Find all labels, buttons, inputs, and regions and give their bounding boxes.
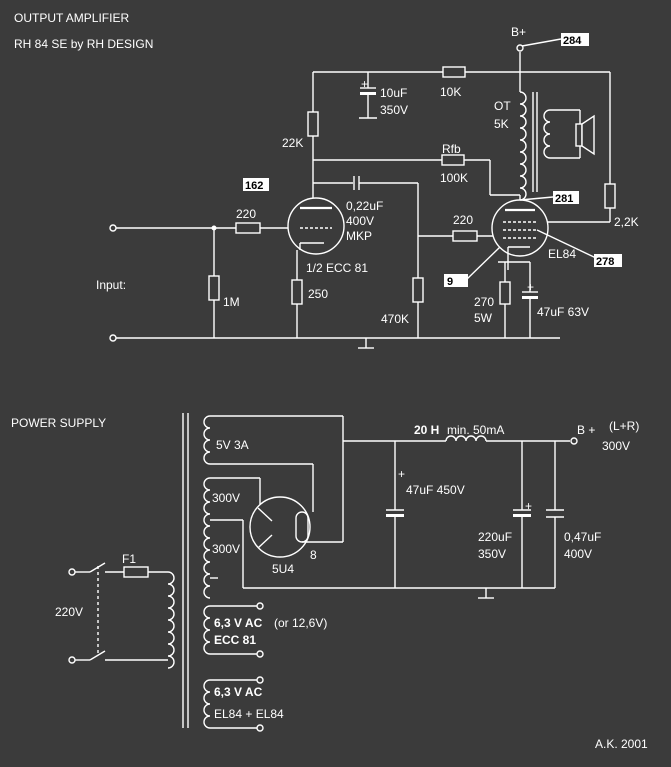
psu-bplus: B +: [577, 423, 595, 437]
rectifier-pin: 8: [310, 548, 317, 562]
c047-value: 0,47uF: [564, 530, 601, 544]
c47-psu-label: 47uF 450V: [406, 483, 465, 497]
c047-voltage: 400V: [564, 547, 592, 561]
c47-psu-plus: +: [398, 467, 405, 481]
heater2-tubes: EL84 + EL84: [214, 707, 284, 721]
svg-text:281: 281: [555, 193, 573, 205]
heater1-voltage: 6,3 V AC: [214, 616, 263, 630]
svg-text:284: 284: [563, 35, 582, 47]
grid-stopper-label: 220: [453, 213, 473, 227]
c220-value: 220uF: [478, 530, 512, 544]
r270-label: 270: [474, 295, 494, 309]
svg-text:+: +: [361, 77, 368, 91]
grid-resistor-label: 220: [236, 207, 256, 221]
winding-5v-label: 5V 3A: [216, 438, 249, 452]
voltage-box-162: 162: [243, 178, 269, 192]
ecc81-label: 1/2 ECC 81: [306, 261, 368, 275]
psu-lr: (L+R): [609, 419, 639, 433]
coupling-cap-voltage: 400V: [346, 214, 374, 228]
c220-plus: +: [525, 499, 532, 513]
r250-label: 250: [308, 287, 328, 301]
voltage-box-284: 284: [561, 33, 589, 47]
coupling-cap-type: MKP: [346, 229, 372, 243]
c1-voltage: 350V: [380, 103, 408, 117]
c220-voltage: 350V: [478, 547, 506, 561]
fuse-label: F1: [122, 552, 136, 566]
ot-impedance: 5K: [494, 117, 509, 131]
psu-wiring: [68, 413, 578, 732]
el84-label: EL84: [548, 247, 576, 261]
psu-title: POWER SUPPLY: [11, 416, 106, 430]
psu-voltage: 300V: [602, 439, 630, 453]
diagram-subtitle: RH 84 SE by RH DESIGN: [14, 37, 153, 51]
rfb-label: Rfb: [442, 142, 461, 156]
author-label: A.K. 2001: [595, 737, 648, 751]
r2k2-label: 2,2K: [614, 215, 639, 229]
r100k-label: 100K: [440, 171, 468, 185]
rectifier-label: 5U4: [272, 562, 294, 576]
coupling-cap-value: 0,22uF: [346, 199, 383, 213]
c47uf-label: 47uF 63V: [537, 305, 589, 319]
winding-300v-a: 300V: [212, 491, 240, 505]
voltage-box-278: 278: [594, 254, 622, 268]
diagram-title: OUTPUT AMPLIFIER: [14, 11, 129, 25]
amp-wiring: +: [109, 38, 616, 349]
voltage-box-281: 281: [553, 191, 579, 205]
heater2-voltage: 6,3 V AC: [214, 685, 263, 699]
c1-value: 10uF: [380, 86, 407, 100]
r1m-label: 1M: [223, 295, 240, 309]
choke-current: min. 50mA: [447, 423, 504, 437]
r22k-label: 22K: [282, 136, 303, 150]
winding-300v-b: 300V: [212, 542, 240, 556]
ot-label: OT: [494, 99, 511, 113]
heater1-alt: (or 12,6V): [274, 616, 327, 630]
r270-power: 5W: [474, 311, 493, 325]
input-label: Input:: [96, 278, 126, 292]
mains-label: 220V: [55, 605, 83, 619]
svg-text:9: 9: [447, 276, 453, 288]
r10k-label: 10K: [440, 85, 461, 99]
choke-value: 20 H: [414, 423, 439, 437]
svg-text:278: 278: [596, 256, 614, 268]
bplus-label: B+: [511, 25, 526, 39]
voltage-box-9: 9: [444, 274, 468, 288]
svg-text:162: 162: [245, 180, 263, 192]
r470k-label: 470K: [381, 312, 409, 326]
heater1-tube: ECC 81: [214, 633, 256, 647]
